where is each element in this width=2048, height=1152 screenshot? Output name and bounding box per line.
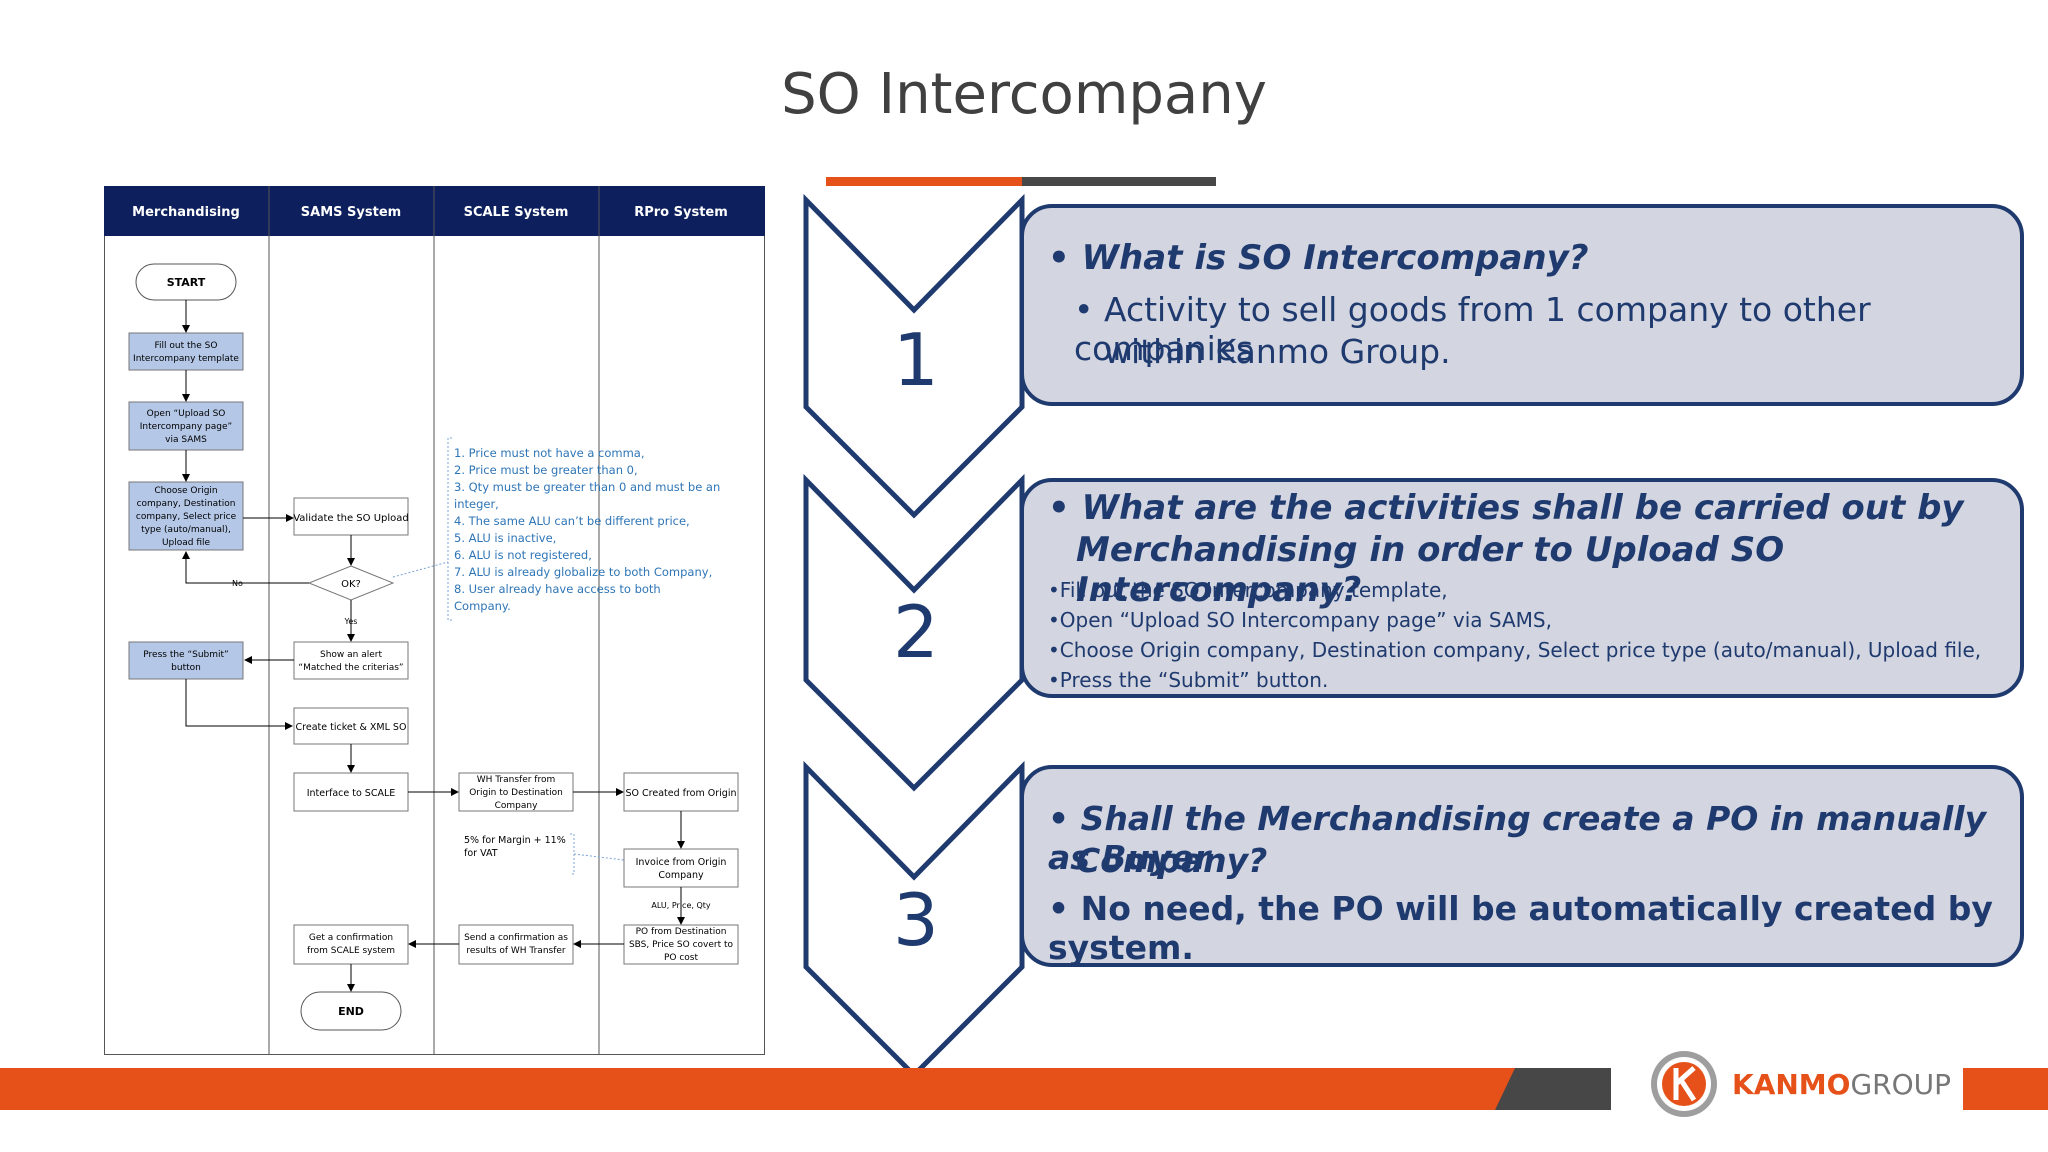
step-get-confirmation bbox=[293, 924, 409, 965]
start-label: START bbox=[167, 276, 206, 289]
step-2-item-2: •Open “Upload SO Intercompany page” via … bbox=[1048, 608, 1552, 632]
validation-rule-line: 3. Qty must be greater than 0 and must b… bbox=[454, 480, 720, 494]
validation-rules-note: 1. Price must not have a comma, 2. Price … bbox=[454, 446, 720, 613]
alu-label: ALU, Price, Qty bbox=[651, 901, 711, 910]
step-validate bbox=[293, 497, 409, 536]
chevron-2 bbox=[803, 473, 1025, 792]
validation-rule-line: integer, bbox=[454, 497, 499, 511]
step-so-created-label: SO Created from Origin bbox=[626, 788, 737, 799]
step-2-question-line-2: Merchandising in order to Upload SO Inte… bbox=[1076, 530, 1785, 610]
accent-bar-orange bbox=[826, 177, 1022, 186]
step-1-answer-line-1: • Activity to sell goods from 1 company … bbox=[1074, 290, 1871, 368]
validation-rule-line: 5. ALU is inactive, bbox=[454, 531, 556, 545]
step-press-submit-label: Press the “Submit”button bbox=[143, 650, 228, 673]
step-wh-transfer bbox=[458, 772, 574, 812]
end-label: END bbox=[338, 1005, 364, 1018]
step-3-box: • Shall the Merchandising create a PO in… bbox=[1020, 765, 2024, 967]
step-show-alert-label: Show an alert“Matched the criterias” bbox=[298, 650, 403, 673]
step-so-created bbox=[623, 772, 739, 812]
decision-ok-label: OK? bbox=[341, 579, 361, 590]
lane-sams: SAMS System bbox=[301, 205, 401, 220]
chevron-1 bbox=[803, 193, 1025, 519]
no-label: No bbox=[232, 579, 243, 588]
swimlane-flowchart: Merchandising SAMS System SCALE System R… bbox=[104, 186, 765, 1055]
validation-rule-line: 6. ALU is not registered, bbox=[454, 548, 592, 562]
step-1-answer-line-2: within Kanmo Group. bbox=[1104, 332, 1451, 371]
yes-label: Yes bbox=[344, 617, 358, 626]
step-show-alert bbox=[293, 641, 409, 680]
validation-rule-line: 2. Price must be greater than 0, bbox=[454, 463, 638, 477]
validation-rule-line: 1. Price must not have a comma, bbox=[454, 446, 645, 460]
validation-rule-line: 4. The same ALU can’t be different price… bbox=[454, 514, 690, 528]
step-2-question-line-1: • What are the activities shall be carri… bbox=[1048, 488, 1964, 528]
step-1-question-row: • What is SO Intercompany? bbox=[1048, 238, 1589, 278]
chevron-3 bbox=[803, 760, 1025, 1079]
step-invoice bbox=[623, 848, 739, 888]
page-title: SO Intercompany bbox=[781, 62, 1267, 127]
validation-rule-line: Company. bbox=[454, 599, 511, 613]
step-send-confirmation bbox=[458, 924, 574, 965]
validation-rule-line: 7. ALU is already globalize to both Comp… bbox=[454, 565, 712, 579]
footer-gray-bar bbox=[1495, 1068, 1611, 1110]
step-create-ticket bbox=[293, 707, 409, 745]
step-3-question-line-1: • Shall the Merchandising create a PO in… bbox=[1048, 799, 1987, 877]
lane-scale: SCALE System bbox=[464, 205, 569, 220]
step-3-question-line-2: Company? bbox=[1076, 841, 1268, 880]
validation-rule-line: 8. User already have access to both bbox=[454, 582, 661, 596]
step-2-item-4: •Press the “Submit” button. bbox=[1048, 668, 1329, 692]
step-create-ticket-label: Create ticket & XML SO bbox=[296, 722, 407, 733]
step-2-item-3: •Choose Origin company, Destination comp… bbox=[1048, 638, 1982, 662]
kanmo-logo-icon bbox=[1651, 1051, 1717, 1117]
step-2-item-1: •Fill out the SO Intercompany template, bbox=[1048, 578, 1448, 602]
end-node bbox=[300, 991, 402, 1031]
kanmo-logo: KANMOGROUP bbox=[1648, 1048, 1952, 1120]
step-1-box: • What is SO Intercompany? • Activity to… bbox=[1020, 204, 2024, 406]
step-3-answer-row: • No need, the PO will be automatically … bbox=[1048, 889, 1993, 967]
step-interface-scale-label: Interface to SCALE bbox=[307, 788, 396, 799]
kanmo-logo-text: KANMOGROUP bbox=[1732, 1068, 1952, 1101]
step-validate-label: Validate the SO Upload bbox=[293, 513, 409, 524]
step-number-2: 2 bbox=[893, 590, 939, 674]
step-number-1: 1 bbox=[893, 318, 939, 402]
lane-merchandising: Merchandising bbox=[132, 205, 240, 220]
step-interface-scale bbox=[293, 772, 409, 812]
step-choose-origin bbox=[128, 481, 244, 551]
footer-orange-right bbox=[1963, 1068, 2048, 1110]
footer-orange-bar bbox=[0, 1068, 1520, 1110]
lane-rpro: RPro System bbox=[634, 205, 728, 220]
step-number-3: 3 bbox=[893, 878, 939, 962]
step-press-submit bbox=[128, 641, 244, 680]
margin-note: 5% for Margin + 11%for VAT bbox=[464, 835, 566, 859]
accent-bar-gray bbox=[1022, 177, 1216, 186]
step-1-question: What is SO Intercompany? bbox=[1081, 238, 1589, 278]
step-2-box: • What are the activities shall be carri… bbox=[1020, 478, 2024, 698]
